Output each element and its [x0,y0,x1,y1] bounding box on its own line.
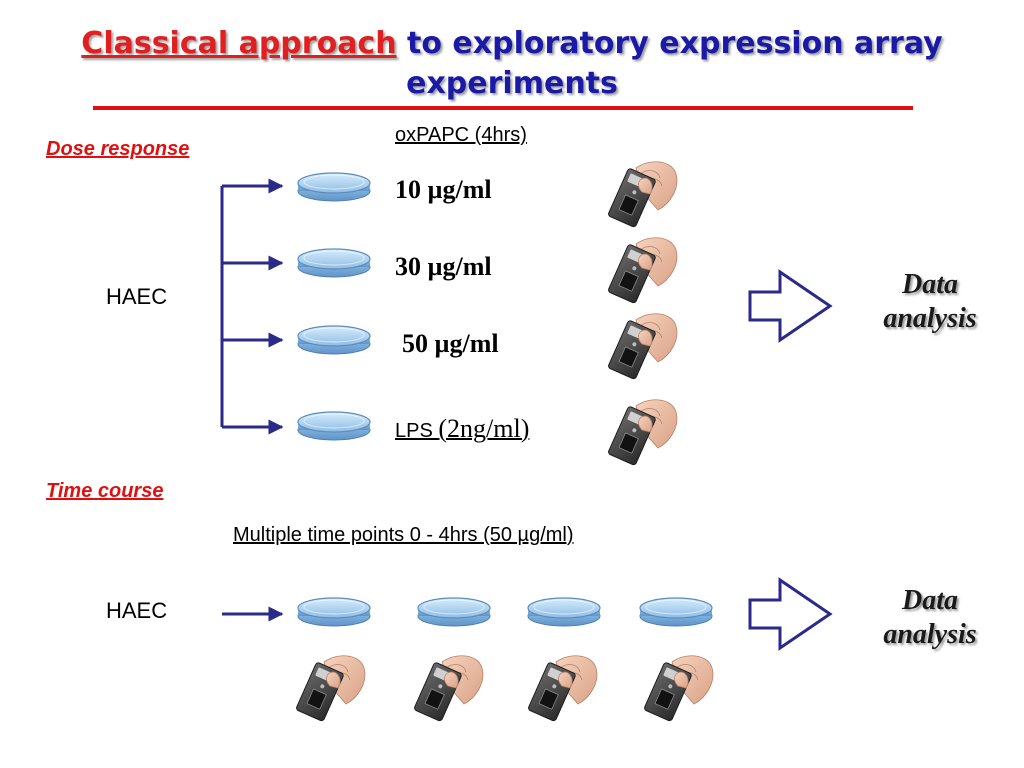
microarray-chip-in-hand-icon [527,655,598,723]
lps-label: LPS (2ng/ml) [395,414,529,444]
data-analysis-time-line1: Data [902,585,958,616]
dose-label-1: 10 µg/ml [395,175,492,204]
petri-dish-icon [297,248,371,278]
petri-dish-icon [297,172,371,202]
dose-label-2: 30 µg/ml [395,252,492,281]
petri-dish-icon [297,597,371,627]
page-title: Classical approach to exploratory expres… [0,24,1024,64]
petri-dish-icon [297,411,371,441]
data-analysis-time-line2: analysis [883,619,977,650]
haec-label-dose: HAEC [106,284,168,309]
microarray-chip-in-hand-icon [295,655,366,723]
oxpapc-label: oxPAPC (4hrs) [395,124,527,146]
title-rest: to exploratory expression array [396,26,943,61]
dose-label-3: 50 µg/ml [402,329,499,358]
data-analysis-dose-line2: analysis [883,303,977,334]
haec-label-time: HAEC [106,598,168,623]
time-course-heading: Time course [46,480,164,502]
microarray-chip-in-hand-icon [607,399,678,467]
microarray-chip-in-hand-icon [607,161,678,229]
page-title-line2: experiments [406,66,618,101]
microarray-chip-in-hand-icon [643,655,714,723]
petri-dish-icon [527,597,601,627]
data-analysis-dose-line1: Data [902,269,958,300]
data-analysis-time: Data analysis [860,584,1000,652]
lps-value: (2ng/ml) [438,414,530,443]
lps-prefix: LPS [395,420,439,442]
outline-arrow-icon [748,578,832,650]
petri-dish-icon [417,597,491,627]
dose-bracket [220,178,284,435]
petri-dish-icon [297,325,371,355]
data-analysis-dose: Data analysis [860,268,1000,336]
microarray-chip-in-hand-icon [607,237,678,305]
title-highlight: Classical approach [81,26,397,61]
time-points-label: Multiple time points 0 - 4hrs (50 µg/ml) [233,524,574,546]
title-underline [93,106,913,110]
outline-arrow-icon [748,270,832,342]
microarray-chip-in-hand-icon [607,313,678,381]
petri-dish-icon [639,597,713,627]
microarray-chip-in-hand-icon [413,655,484,723]
dose-response-heading: Dose response [46,138,190,160]
